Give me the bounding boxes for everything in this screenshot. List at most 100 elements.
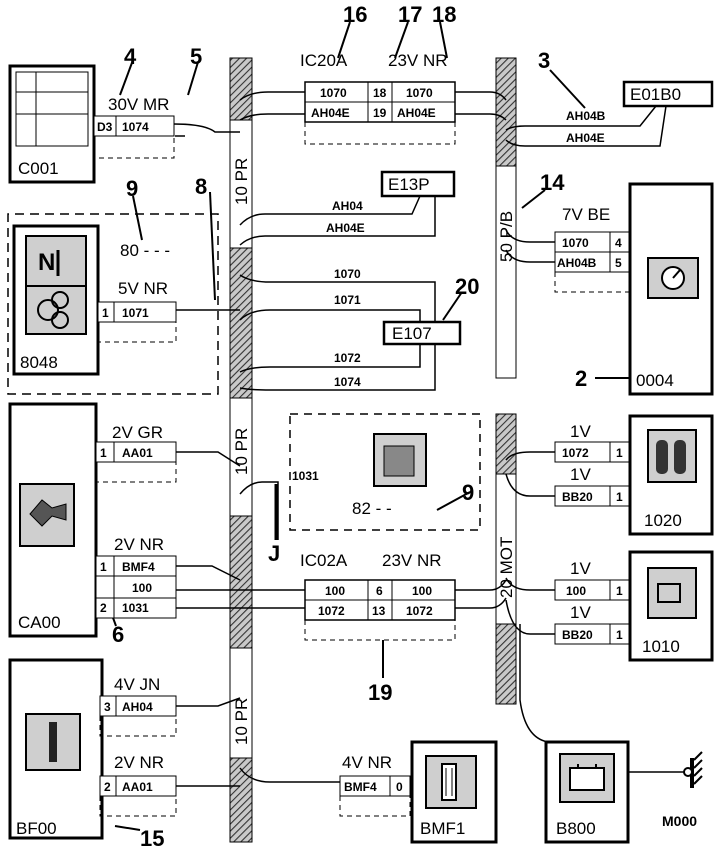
connector-5vnr: 5V NR 1 1071: [97, 279, 177, 343]
connector-ic20a: IC20A 23V NR 1070 18 1070 AH04E 19 AH04E: [300, 51, 456, 145]
connector-4vnr: 4V NR BMF4 0: [339, 753, 411, 817]
callout-14: 14: [540, 170, 565, 195]
wire-code: 1074: [122, 120, 149, 134]
component-bmf1: BMF1: [410, 740, 498, 844]
component-8048: N 8048: [7, 213, 219, 395]
harness-label: 50 P/B: [497, 211, 516, 262]
wire-pin: 4: [615, 236, 622, 250]
wire-code: 1070: [562, 236, 589, 250]
wire-code: 1072: [562, 446, 589, 460]
wire-code: BB20: [562, 628, 593, 642]
zone-label: 82 - -: [352, 499, 392, 518]
component-b800: B800: [544, 740, 630, 844]
zone-82: 82 - -: [289, 413, 481, 531]
component-c001: C001: [8, 64, 96, 184]
wire-pin: 1: [616, 584, 623, 598]
component-label: 8048: [20, 353, 58, 372]
callout-2: 2: [575, 366, 587, 391]
callout-17: 17: [398, 2, 422, 27]
connector-label: 5V NR: [118, 279, 168, 298]
connector-1020: 1V 1072 1 1V BB20 1: [554, 422, 630, 507]
wire-pin: 19: [373, 106, 387, 120]
connector-label: 4V JN: [114, 675, 160, 694]
wire-code: 1070: [406, 86, 433, 100]
wire-code: 100: [566, 584, 586, 598]
wire-code: 1072: [406, 604, 433, 618]
component-label: 1010: [642, 637, 680, 656]
wire-pin: 0: [396, 780, 403, 794]
harness-label: 10 PR: [232, 428, 251, 475]
component-label: E13P: [388, 175, 430, 194]
wire-code: 100: [412, 584, 432, 598]
connector-label: IC20A: [300, 51, 348, 70]
component-label: E01B0: [630, 85, 681, 104]
wire-code: 100: [325, 584, 345, 598]
wire-code: AH04E: [311, 106, 350, 120]
component-1020: 1020: [628, 414, 714, 536]
callout-18: 18: [432, 2, 456, 27]
callout-20: 20: [455, 274, 479, 299]
connector-label: 1V: [570, 465, 591, 484]
callout-19: 19: [368, 680, 392, 705]
wire-label: AH04B: [566, 109, 606, 123]
wire-code: BMF4: [344, 780, 377, 794]
wire-code: 1070: [320, 86, 347, 100]
component-label: CA00: [18, 613, 61, 632]
wire-label: 1071: [334, 293, 361, 307]
component-ca00: CA00: [8, 402, 98, 638]
callout-6: 6: [112, 622, 124, 647]
connector-1010: 1V 100 1 1V BB20 1: [554, 559, 630, 645]
wire-code: 1071: [122, 306, 149, 320]
zone-label: 80 - - -: [120, 241, 170, 260]
wire-code: AH04E: [397, 106, 436, 120]
wire-pin: 1: [102, 306, 109, 320]
wire-pin: D3: [97, 120, 113, 134]
component-label: C001: [18, 159, 59, 178]
wire-pin: 1: [100, 446, 107, 460]
component-0004: 0004: [628, 182, 714, 396]
connector-c001: 30V MR D3 1074: [93, 95, 175, 159]
wire-pin: 13: [372, 604, 386, 618]
connector-4vjn: 4V JN 3 AH04: [99, 675, 177, 737]
component-e107: E107: [382, 320, 462, 346]
connector-label: 2V GR: [112, 423, 163, 442]
wire-pin: 1: [616, 490, 623, 504]
wire-code: AH04B: [557, 256, 597, 270]
callout-9b: 9: [462, 480, 474, 505]
wire-pin: 1: [100, 560, 107, 574]
component-label: E107: [392, 324, 432, 343]
wire-label: 1074: [334, 375, 361, 389]
connector-label: 7V BE: [562, 205, 610, 224]
connector-label: 4V NR: [342, 753, 392, 772]
component-label: M000: [662, 813, 697, 829]
wire-pin: 1: [616, 628, 623, 642]
connector-label: IC02A: [300, 551, 348, 570]
wire-label: AH04: [332, 199, 363, 213]
ground-m000: M000: [662, 751, 703, 829]
callout-9: 9: [126, 176, 138, 201]
wire-code: BMF4: [122, 560, 155, 574]
callout-j: J: [268, 541, 280, 566]
wire-code: AA01: [122, 780, 153, 794]
connector-label: 1V: [570, 603, 591, 622]
connector-2vgr: 2V GR 1 AA01: [95, 423, 177, 483]
callout-5: 5: [190, 44, 202, 69]
wire-code: AH04: [122, 700, 153, 714]
connector-color: 23V NR: [388, 51, 448, 70]
wire-code: 1031: [122, 601, 149, 615]
wire-pin: 2: [104, 780, 111, 794]
component-label: 0004: [636, 371, 674, 390]
callout-4: 4: [124, 44, 137, 69]
wire-label: 1031: [292, 469, 319, 483]
connector-7vbe: 7V BE 1070 4 AH04B 5: [554, 205, 630, 293]
svg-text:N: N: [38, 249, 55, 276]
connector-label: 2V NR: [114, 753, 164, 772]
wire-code: BB20: [562, 490, 593, 504]
wire-pin: 6: [376, 584, 383, 598]
component-e13p: E13P: [380, 170, 456, 198]
connector-2vnr-bf00: 2V NR 2 AA01: [99, 753, 177, 817]
callout-16: 16: [343, 2, 367, 27]
wire-code: 100: [132, 581, 152, 595]
harness-left: [229, 57, 253, 843]
